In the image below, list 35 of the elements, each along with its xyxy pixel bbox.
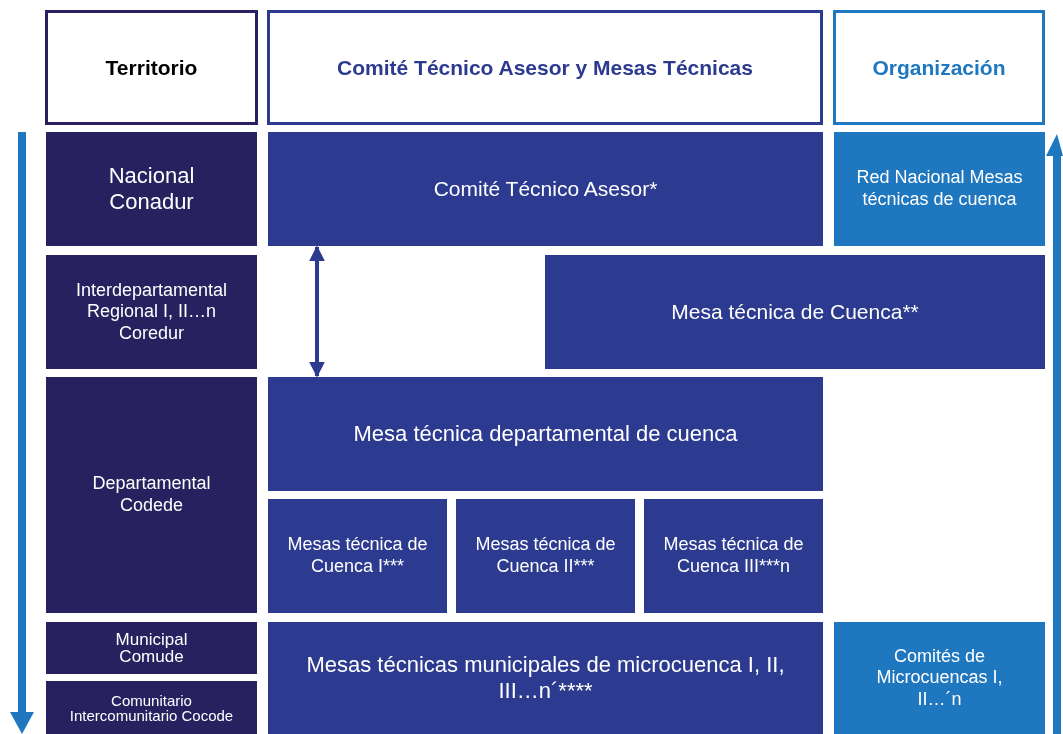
header-text: Comité Técnico Asesor y Mesas Técnicas	[337, 54, 753, 81]
header-text: Organización	[872, 54, 1006, 81]
box-text: Comité Técnico Asesor*	[433, 176, 658, 202]
committee-box	[268, 499, 447, 613]
territory-box	[46, 132, 257, 246]
box-text: Red Nacional Mesas técnicas de cuenca	[855, 167, 1024, 211]
column-header	[267, 10, 823, 125]
committee-box	[644, 499, 823, 613]
double-arrow	[309, 245, 325, 378]
box-text: Comunitario Intercomunitario Cocode	[68, 692, 235, 723]
territory-box	[46, 377, 257, 613]
organization-box	[834, 132, 1045, 246]
column-header	[45, 10, 258, 125]
column-header	[833, 10, 1045, 125]
territory-box	[46, 255, 257, 369]
box-text: Municipal Comude	[114, 631, 189, 665]
organization-box	[834, 622, 1045, 734]
committee-box	[268, 622, 823, 734]
box-text: Mesas técnica de Cuenca II***	[474, 534, 617, 578]
box-text: Mesa técnica departamental de cuenca	[353, 420, 738, 448]
box-text: Mesa técnica de Cuenca**	[671, 299, 919, 325]
box-text: Departamental Codede	[91, 473, 212, 517]
committee-box	[268, 377, 823, 491]
box-text: Mesas técnicas municipales de microcuenca I, II, III…n´****	[305, 651, 786, 705]
box-text: Comités de Microcuencas I, II…´n	[875, 645, 1004, 711]
territory-box	[46, 681, 257, 734]
committee-box	[545, 255, 1045, 369]
header-text: Territorio	[105, 54, 198, 81]
territory-box	[46, 622, 257, 674]
box-text: Nacional Conadur	[107, 162, 196, 216]
box-text: Interdepartamental Regional I, II…n Coredur	[74, 279, 229, 345]
committee-box	[456, 499, 635, 613]
box-text: Mesas técnica de Cuenca I***	[286, 534, 429, 578]
box-text: Mesas técnica de Cuenca III***n	[662, 534, 805, 578]
committee-box	[268, 132, 823, 246]
